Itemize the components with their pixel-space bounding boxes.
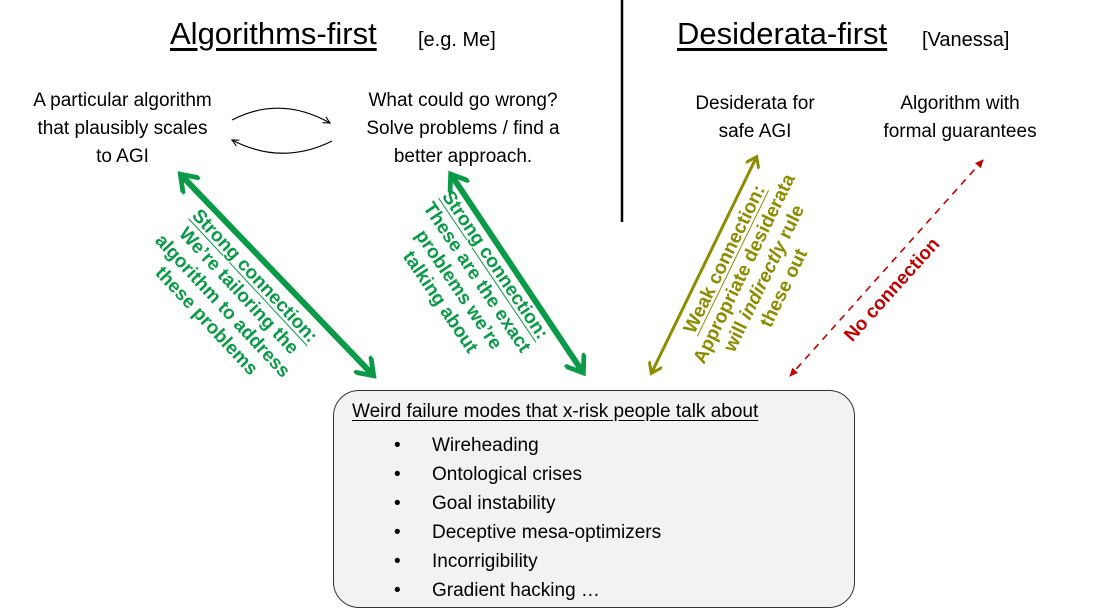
node-line: safe AGI <box>718 121 792 142</box>
desiderata-node: Desiderata for safe AGI <box>670 90 840 146</box>
node-line: Algorithm with <box>900 93 1020 114</box>
algorithms-first-tag: [e.g. Me] <box>418 29 496 51</box>
node-line: Solve problems / find a <box>366 118 560 139</box>
failure-modes-title: Weird failure modes that x-risk people t… <box>352 401 759 422</box>
node-line: better approach. <box>393 146 533 167</box>
list-item: Wireheading <box>394 431 661 460</box>
cycle-arrow-forward <box>231 107 330 123</box>
particular-algorithm-node: A particular algorithm that plausibly sc… <box>0 87 245 171</box>
list-item: Goal instability <box>394 489 661 518</box>
failure-modes-box: Weird failure modes that x-risk people t… <box>333 390 855 608</box>
node-line: formal guarantees <box>883 121 1037 142</box>
desiderata-first-title: Desiderata-first <box>677 16 888 51</box>
failure-modes-list: Wireheading Ontological crises Goal inst… <box>374 431 661 605</box>
list-item: Gradient hacking … <box>394 576 661 605</box>
weak-arrow <box>652 158 756 372</box>
list-item: Ontological crises <box>394 460 661 489</box>
node-line: What could go wrong? <box>368 90 558 111</box>
cycle-arrow-back <box>232 140 333 154</box>
node-line: to AGI <box>96 146 149 167</box>
desiderata-first-tag: [Vanessa] <box>922 29 1010 51</box>
algorithm-guarantees-node: Algorithm with formal guarantees <box>860 90 1060 146</box>
list-item: Deceptive mesa-optimizers <box>394 518 661 547</box>
strong-arrow-2 <box>452 176 582 371</box>
algorithms-first-title: Algorithms-first <box>170 16 377 51</box>
no-connection-arrow <box>789 159 984 377</box>
strong-arrow-1 <box>182 176 372 374</box>
node-line: Desiderata for <box>695 93 815 114</box>
what-could-go-wrong-node: What could go wrong? Solve problems / fi… <box>338 87 588 171</box>
node-line: that plausibly scales <box>37 118 208 139</box>
node-line: A particular algorithm <box>33 90 212 111</box>
list-item: Incorrigibility <box>394 547 661 576</box>
